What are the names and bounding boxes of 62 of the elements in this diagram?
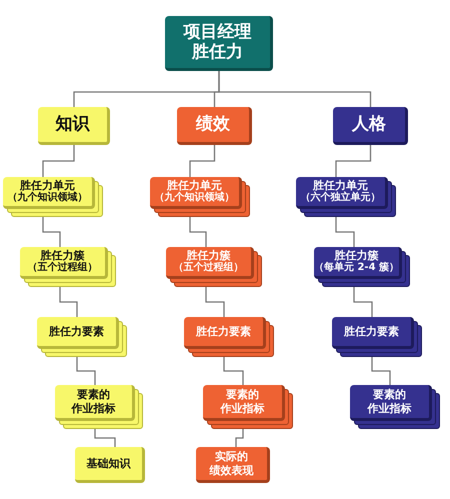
box-title: 胜任力要素 [49,324,104,338]
box-title: 知识 [56,114,90,135]
connector-line [223,357,244,385]
connector-line [335,145,372,177]
stacked-card-box [20,247,116,287]
stacked-card-box [150,177,250,217]
box-subtitle: 作业指标 [220,402,264,415]
stacked-card-box [314,247,410,287]
connector-line [189,145,216,177]
box-title: 基础知识 [86,456,130,470]
box-subtitle: 胜任力 [192,42,243,62]
connector-line [59,287,78,317]
stacked-card-box [296,177,396,217]
connector-line [42,217,61,247]
stacked-card-box [332,317,422,357]
connector-line [189,217,207,247]
stacked-card-box [203,385,293,429]
stacked-card-box [350,385,440,429]
box-subtitle: 绩效表现 [210,464,254,477]
box-title: 要素的 [373,388,406,402]
box-title: 胜任力簇 [40,248,84,262]
connector-line [94,429,116,447]
stacked-card-box [37,317,127,357]
box-title: 人格 [352,114,386,135]
box-title: 要素的 [226,388,259,402]
stacked-card-box [184,317,274,357]
box-subtitle: 作业指标 [72,402,116,415]
box-subtitle: （五个过程组） [28,262,98,274]
box-title: 胜任力单元 [313,178,368,192]
stacked-card-box [3,177,103,217]
box-title: 绩效 [196,114,230,135]
stacked-card-box [166,247,262,287]
box-title: 胜任力要素 [344,324,399,338]
box-title: 要素的 [77,388,110,402]
connector-line [218,71,372,107]
box-title: 实际的 [215,450,248,464]
box-title: 胜任力簇 [334,248,378,262]
process-box [38,107,110,145]
connector-line [76,357,96,385]
process-box [196,447,270,483]
box-subtitle: 作业指标 [368,402,412,415]
process-box [165,16,273,71]
connector-line [353,287,373,317]
box-subtitle: （六个独立单元） [300,192,380,204]
box-title: 胜任力簇 [186,248,230,262]
connector-line [371,357,391,385]
box-title: 项目经理 [184,22,252,42]
connector-line [42,145,75,177]
box-subtitle: （五个过程组） [174,262,244,274]
box-subtitle: （九个知识领域） [154,192,234,204]
box-subtitle: （每单元 2-4 簇） [314,262,400,274]
process-box [75,447,145,483]
box-title: 胜任力单元 [167,178,222,192]
process-box [177,107,252,145]
connector-line [235,429,244,447]
connector-line [335,217,355,247]
box-subtitle: （九个知识领域） [8,192,88,204]
box-title: 胜任力要素 [196,324,251,338]
stacked-card-box [55,385,143,429]
box-title: 胜任力单元 [20,178,75,192]
process-box [333,107,408,145]
connector-line [205,287,225,317]
